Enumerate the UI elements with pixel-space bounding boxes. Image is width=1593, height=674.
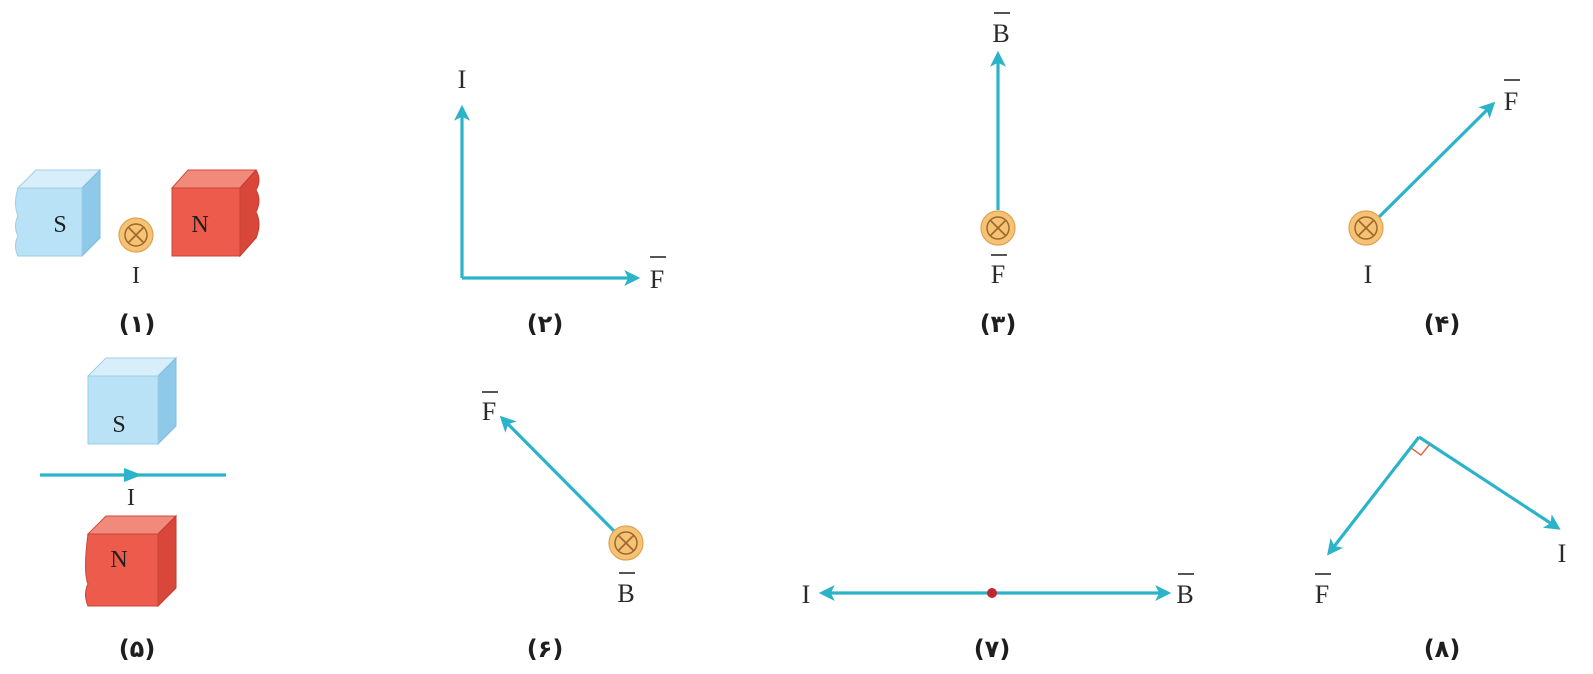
right-label: I [1558, 539, 1567, 568]
south-magnet: S [86, 356, 178, 446]
north-label: N [110, 547, 127, 573]
figure-4: F I (۴) [1348, 79, 1520, 338]
figure-6: F B (۶) [482, 391, 644, 663]
figure-7: I B (۷) [802, 573, 1194, 663]
bottom-vector-label: F [991, 260, 1005, 289]
force-arrow [1376, 101, 1496, 220]
figure-caption: (۷) [974, 635, 1011, 663]
figure-2: I F (۲) [454, 65, 666, 338]
figure-caption: (۱) [119, 310, 156, 338]
force-arrow [499, 415, 616, 533]
current-out-of-page-dot [987, 588, 997, 598]
south-label: S [53, 212, 66, 238]
figure-caption: (۳) [980, 310, 1017, 338]
bottom-vector-label: B [617, 579, 634, 608]
current-arrow [1418, 435, 1561, 530]
south-magnet: S [15, 168, 102, 258]
arrow-vector-label: F [1504, 87, 1518, 116]
north-label: N [191, 212, 208, 238]
figure-8: F I (۸) [1315, 435, 1567, 663]
arrow-vector-label: F [482, 397, 496, 426]
current-into-page-icon [118, 217, 154, 253]
north-magnet: N [85, 514, 178, 608]
current-label: I [127, 485, 135, 511]
figure-5: S I N (۵) [40, 356, 226, 663]
figure-3: B F (۳) [980, 12, 1017, 338]
right-vector-label: B [1176, 580, 1193, 609]
current-label: I [132, 263, 140, 289]
up-vector-label: B [992, 19, 1009, 48]
figure-caption: (۸) [1424, 635, 1461, 663]
current-into-page-icon [980, 210, 1016, 246]
figure-caption: (۴) [1424, 310, 1461, 338]
force-arrow [1327, 436, 1421, 556]
figure-caption: (۶) [527, 635, 564, 663]
figure-1: S I N (۱) [15, 168, 260, 338]
left-label: I [802, 580, 811, 609]
north-magnet: N [170, 169, 260, 258]
south-label: S [112, 412, 125, 438]
left-vector-label: F [1315, 580, 1329, 609]
current-into-page-icon [1348, 210, 1384, 246]
current-direction-arrow [124, 468, 142, 482]
vertical-label: I [458, 65, 467, 94]
right-angle-mark [1410, 443, 1431, 457]
horizontal-vector-label: F [650, 265, 664, 294]
bottom-label: I [1364, 260, 1373, 289]
figure-caption: (۵) [119, 635, 156, 663]
figure-caption: (۲) [527, 310, 564, 338]
current-into-page-icon [608, 525, 644, 561]
